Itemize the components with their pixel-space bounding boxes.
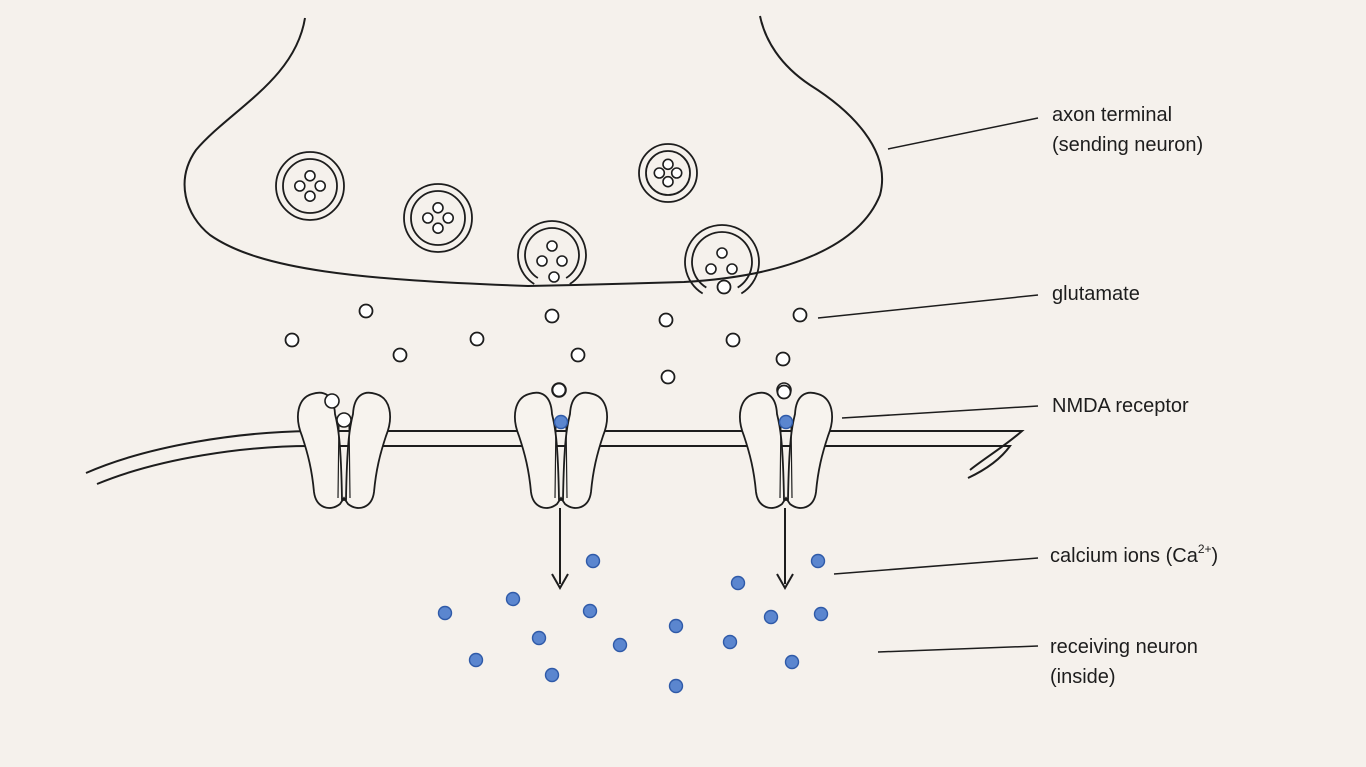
glutamate-molecule: [314, 180, 327, 192]
postsynaptic-membrane-outer: [85, 430, 1025, 474]
label-receiving-neuron: receiving neuron (inside): [1050, 632, 1198, 692]
label-glutamate: glutamate: [1052, 283, 1140, 305]
label-axon-terminal: axon terminal (sending neuron): [1052, 100, 1203, 160]
calcium-ion: [668, 618, 684, 634]
glutamate-molecule: [536, 255, 548, 267]
glutamate-molecule: [304, 170, 316, 182]
label-axon-terminal-line1: axon terminal: [1052, 104, 1173, 126]
synaptic-vesicle: [403, 183, 473, 253]
glutamate-molecule: [548, 271, 560, 283]
nmda-receptor: [297, 391, 391, 509]
label-calcium-suffix: ): [1211, 545, 1219, 567]
glutamate-molecule: [293, 180, 306, 192]
calcium-flow-arrow-1: [551, 508, 569, 591]
glutamate-molecule: [776, 384, 792, 400]
label-receiving-neuron-line2: (inside): [1050, 666, 1116, 688]
glutamate-molecule: [284, 332, 300, 348]
glutamate-molecule: [432, 222, 444, 234]
calcium-ion: [505, 591, 521, 607]
postsynaptic-membrane-inner: [96, 445, 1012, 485]
calcium-ion: [730, 575, 746, 591]
glutamate-molecule: [421, 212, 434, 224]
glutamate-molecule: [670, 167, 683, 179]
axon-terminal-outline: [183, 15, 883, 288]
calcium-flow-arrow-2: [776, 508, 794, 591]
calcium-ion: [437, 605, 453, 621]
glutamate-molecule: [716, 279, 732, 295]
glutamate-molecule: [660, 369, 676, 385]
calcium-ion: [582, 603, 598, 619]
glutamate-molecule: [442, 212, 455, 224]
leader-line-nmda-receptor: [841, 405, 1039, 419]
glutamate-molecule: [432, 202, 444, 214]
calcium-ion: [544, 667, 560, 683]
label-nmda-receptor: NMDA receptor: [1052, 395, 1189, 417]
calcium-ion: [531, 630, 547, 646]
glutamate-molecule: [570, 347, 586, 363]
glutamate-molecule: [551, 382, 567, 398]
bound-glutamate: [324, 393, 340, 409]
calcium-ion-in-channel: [553, 414, 569, 430]
leader-line-glutamate: [817, 294, 1039, 319]
calcium-ion: [668, 678, 684, 694]
glutamate-molecule: [726, 263, 738, 275]
leader-line-calcium-ions: [833, 557, 1039, 575]
glutamate-molecule: [725, 332, 741, 348]
glutamate-molecule: [556, 255, 568, 267]
label-axon-terminal-line2: (sending neuron): [1052, 134, 1204, 156]
glutamate-molecule: [792, 307, 808, 323]
glutamate-molecule: [546, 240, 558, 252]
calcium-ion: [810, 553, 826, 569]
bound-glutamate: [336, 412, 352, 428]
calcium-ion: [722, 634, 738, 650]
glutamate-molecule: [469, 331, 485, 347]
synaptic-vesicle: [275, 151, 345, 221]
glutamate-molecule: [775, 351, 791, 367]
glutamate-molecule: [304, 190, 316, 202]
calcium-ion: [468, 652, 484, 668]
leader-line-axon-terminal: [887, 117, 1039, 150]
glutamate-molecule: [392, 347, 408, 363]
label-calcium-charge: 2+: [1197, 542, 1212, 556]
calcium-ion: [763, 609, 779, 625]
label-calcium-ions: calcium ions (Ca2+): [1050, 541, 1218, 571]
calcium-ion: [784, 654, 800, 670]
synaptic-vesicle: [517, 220, 587, 285]
glutamate-molecule: [653, 167, 666, 179]
label-receiving-neuron-line1: receiving neuron: [1050, 636, 1198, 658]
glutamate-molecule: [358, 303, 374, 319]
glutamate-molecule: [662, 175, 674, 188]
glutamate-molecule: [705, 263, 717, 275]
glutamate-molecule: [658, 312, 674, 328]
label-calcium-prefix: calcium ions (Ca: [1050, 545, 1198, 567]
calcium-ion: [612, 637, 628, 653]
calcium-ion: [585, 553, 601, 569]
leader-line-receiving-neuron: [877, 645, 1039, 653]
glutamate-molecule: [716, 247, 728, 259]
glutamate-molecule: [544, 308, 560, 324]
calcium-ion: [813, 606, 829, 622]
synaptic-vesicle: [638, 143, 698, 203]
calcium-ion-in-channel: [778, 414, 794, 430]
glutamate-molecule: [662, 158, 674, 171]
